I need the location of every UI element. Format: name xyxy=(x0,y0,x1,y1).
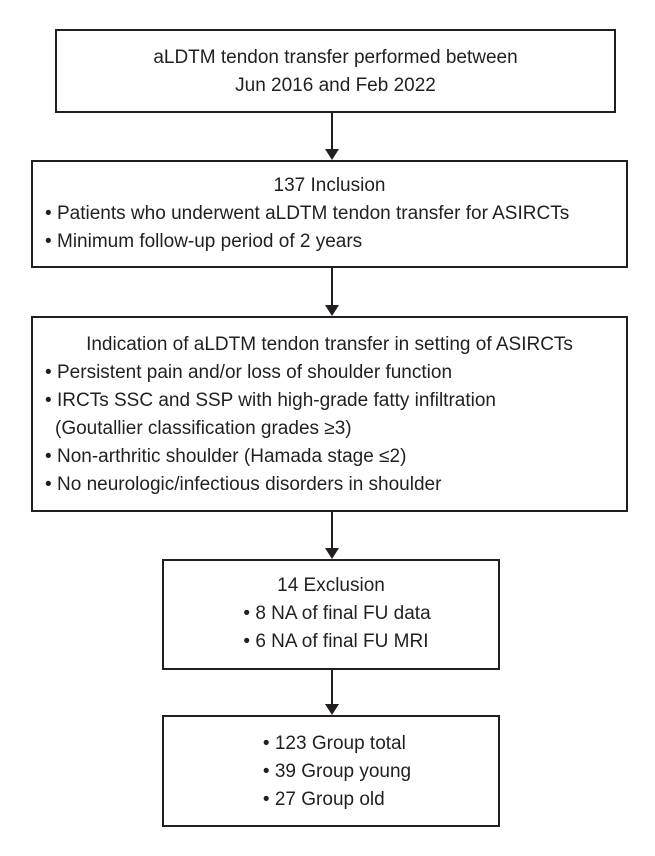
bullet-item: •Persistent pain and/or loss of shoulder… xyxy=(33,359,626,387)
arrow-head-icon xyxy=(325,149,339,160)
bullet-marker: • xyxy=(45,474,52,495)
box-header: 137 Inclusion xyxy=(273,175,386,196)
bullet-text: Persistent pain and/or loss of shoulder … xyxy=(57,362,453,383)
bullet-continuation-text: (Goutallier classification grades ≥3) xyxy=(55,418,352,439)
flow-arrow xyxy=(325,113,339,160)
bullet-item: •6 NA of final FU MRI xyxy=(231,628,430,656)
box-text-line: aLDTM tendon transfer performed between xyxy=(153,47,518,68)
flow-arrow xyxy=(325,512,339,559)
box-text-line: Jun 2016 and Feb 2022 xyxy=(235,75,436,96)
bullet-marker: • xyxy=(262,789,270,810)
box-header: 14 Exclusion xyxy=(277,575,385,596)
arrow-head-icon xyxy=(325,548,339,559)
flow-arrow xyxy=(325,268,339,316)
bullet-item: •Non-arthritic shoulder (Hamada stage ≤2… xyxy=(33,443,626,471)
box-inclusion: 137 Inclusion •Patients who underwent aL… xyxy=(31,160,628,268)
bullet-item: •8 NA of final FU data xyxy=(231,600,430,628)
bullet-marker: • xyxy=(45,203,52,224)
arrow-shaft xyxy=(331,113,333,149)
bullet-text: 27 Group old xyxy=(274,789,385,810)
bullet-text: Non-arthritic shoulder (Hamada stage ≤2) xyxy=(57,446,407,467)
arrow-shaft xyxy=(331,512,333,548)
bullet-text: Minimum follow-up period of 2 years xyxy=(57,231,363,252)
box-header: Indication of aLDTM tendon transfer in s… xyxy=(86,334,573,355)
bullet-text: 6 NA of final FU MRI xyxy=(255,631,429,652)
bullet-marker: • xyxy=(243,631,250,652)
bullet-text: 123 Group total xyxy=(274,733,406,754)
bullet-text: 39 Group young xyxy=(274,761,412,782)
bullet-item: •Minimum follow-up period of 2 years xyxy=(33,228,626,256)
bullet-marker: • xyxy=(45,362,52,383)
bullet-text: 8 NA of final FU data xyxy=(255,603,431,624)
box-indication: Indication of aLDTM tendon transfer in s… xyxy=(31,316,628,512)
bullet-list: •123 Group total •39 Group young •27 Gro… xyxy=(251,730,411,814)
bullet-marker: • xyxy=(45,231,52,252)
bullet-item: •No neurologic/infectious disorders in s… xyxy=(33,471,626,499)
bullet-marker: • xyxy=(45,446,52,467)
arrow-shaft xyxy=(331,670,333,704)
box-surgery-period: aLDTM tendon transfer performed between … xyxy=(55,29,616,113)
bullet-marker: • xyxy=(243,603,250,624)
bullet-list: •8 NA of final FU data •6 NA of final FU… xyxy=(231,600,430,656)
bullet-item: •123 Group total xyxy=(251,730,411,758)
bullet-marker: • xyxy=(262,733,270,754)
bullet-item: •IRCTs SSC and SSP with high-grade fatty… xyxy=(33,387,626,443)
bullet-text: IRCTs SSC and SSP with high-grade fatty … xyxy=(57,390,496,411)
bullet-item: •27 Group old xyxy=(251,786,411,814)
box-groups: •123 Group total •39 Group young •27 Gro… xyxy=(162,715,500,827)
bullet-marker: • xyxy=(262,761,270,782)
bullet-item: •39 Group young xyxy=(251,758,411,786)
box-exclusion: 14 Exclusion •8 NA of final FU data •6 N… xyxy=(162,559,500,670)
bullet-marker: • xyxy=(45,390,52,411)
arrow-head-icon xyxy=(325,704,339,715)
bullet-item: •Patients who underwent aLDTM tendon tra… xyxy=(33,200,626,228)
bullet-list: •Persistent pain and/or loss of shoulder… xyxy=(33,359,626,499)
arrow-shaft xyxy=(331,268,333,305)
bullet-text: Patients who underwent aLDTM tendon tran… xyxy=(57,203,570,224)
flow-arrow xyxy=(325,670,339,715)
bullet-list: •Patients who underwent aLDTM tendon tra… xyxy=(33,200,626,256)
bullet-text: No neurologic/infectious disorders in sh… xyxy=(57,474,442,495)
arrow-head-icon xyxy=(325,305,339,316)
